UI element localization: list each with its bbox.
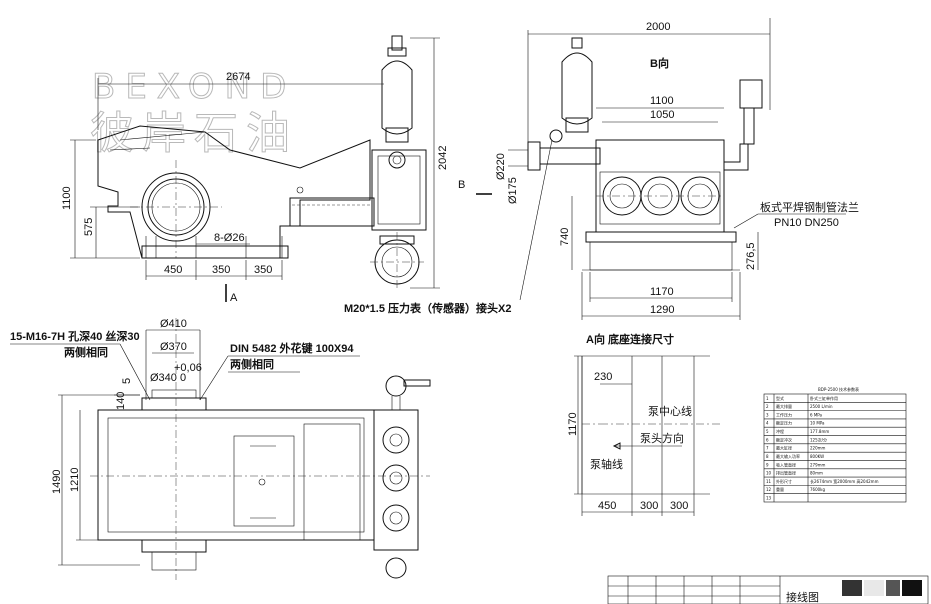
base-view: A向 底座连接尺寸 230 1170 450 300 300 泵中心线 泵头方向…	[567, 332, 720, 516]
dim-350-b: 350	[254, 264, 272, 276]
spec-row-label: 外形尺寸	[776, 478, 792, 484]
side-view: 2674 2042 1100 575 8-Ø26 450 350 350 A B	[61, 35, 492, 304]
plan-view: 15-M16-7H 孔深40 丝深30 两侧相同 Ø410 Ø370 Ø340 …	[10, 318, 431, 580]
dim-1170: 1170	[650, 286, 674, 298]
title-block-name: 接线图	[786, 590, 819, 604]
dim-dia-410: Ø410	[160, 318, 187, 330]
dim-2042: 2042	[437, 146, 449, 170]
spec-row-label: 最大缸径	[776, 445, 792, 451]
base-dim-1170: 1170	[567, 412, 579, 436]
spec-row-label: 工作压力	[776, 411, 792, 417]
dim-dia-220: Ø220	[495, 153, 507, 180]
spec-row-number: 12	[766, 487, 772, 492]
spec-row-value: 2500 L/min	[810, 404, 833, 409]
dim-1100-front: 1100	[650, 95, 674, 107]
spec-row-label: 最大输入功率	[776, 453, 800, 459]
spec-row-number: 5	[766, 429, 769, 434]
dim-2000: 2000	[646, 21, 670, 33]
spec-row-label: 型式	[776, 395, 784, 401]
spec-row-value: 800KW	[810, 454, 824, 459]
front-view-title: B向	[650, 56, 669, 70]
dim-5: 5	[121, 378, 133, 384]
dim-740: 740	[559, 228, 571, 246]
spec-row-value: 80mm	[810, 471, 823, 476]
dim-1290: 1290	[650, 304, 674, 316]
spec-row-value: 7600kg	[810, 487, 825, 492]
base-dim-230: 230	[594, 371, 612, 383]
dim-1050: 1050	[650, 109, 674, 121]
dim-450: 450	[164, 264, 182, 276]
dim-tolerance: +0,06	[174, 362, 202, 374]
flange-spec: PN10 DN250	[774, 217, 839, 229]
gauge-note: M20*1.5 压力表（传感器）接头X2	[344, 301, 511, 315]
spec-row-number: 3	[766, 412, 769, 417]
spec-row-value: 220mm	[810, 446, 826, 451]
spec-row-label: 最大排量	[776, 403, 792, 409]
dim-1210: 1210	[69, 468, 81, 492]
label-pump-head-direction: 泵头方向	[640, 431, 684, 445]
dim-350-a: 350	[212, 264, 230, 276]
dim-dia-340: Ø340 0	[150, 372, 186, 384]
view-marker-b: B	[458, 179, 465, 191]
view-marker-a: A	[230, 292, 238, 304]
flange-note: 板式平焊钢制管法兰	[760, 200, 859, 214]
dim-dia-370: Ø370	[160, 341, 187, 353]
spec-row-number: 10	[766, 471, 772, 476]
spec-row-number: 13	[766, 496, 772, 501]
label-pump-axis: 泵轴线	[590, 457, 623, 471]
spec-row-number: 6	[766, 437, 769, 442]
watermark-chinese: 彼岸石油	[90, 108, 298, 159]
base-dim-300-b: 300	[670, 500, 688, 512]
spec-row-value: 279mm	[810, 462, 826, 467]
dim-1490: 1490	[51, 470, 63, 494]
spec-row-label: 重量	[776, 486, 784, 492]
spec-row-number: 1	[766, 396, 769, 401]
watermark: BEXOND 彼岸石油	[90, 67, 298, 160]
spec-row-number: 2	[766, 404, 769, 409]
watermark-latin: BEXOND	[92, 67, 296, 107]
base-dim-450: 450	[598, 500, 616, 512]
spec-row-value: 长2674mm 宽2000mm 高2042mm	[810, 478, 879, 484]
spec-row-number: 7	[766, 446, 769, 451]
spec-table-rows: 1 型式 卧式三缸单作用 2 最大排量 2500 L/min 3 工作压力 6 MPa 4 额定压力…	[764, 395, 906, 501]
spec-row-number: 11	[766, 479, 772, 484]
front-view: B向 2000 1100 1050 Ø220 Ø175	[344, 18, 859, 320]
dim-140: 140	[115, 392, 127, 410]
spline-note-2: 两侧相同	[230, 357, 274, 371]
spec-row-label: 额定压力	[776, 420, 792, 426]
spec-row-label: 冲程	[776, 428, 784, 434]
spec-table-title: BDP-2500 技术参数表	[818, 386, 859, 392]
thread-note-2: 两侧相同	[64, 345, 108, 359]
spec-row-label: 吸入管直径	[776, 461, 796, 467]
dim-1100: 1100	[61, 186, 73, 210]
spec-row-value: 177.8mm	[810, 429, 829, 434]
dim-276-5: 276,5	[745, 242, 757, 270]
title-block: 接线图	[607, 575, 929, 604]
spec-row-value: 10 MPa	[810, 421, 825, 426]
spec-row-label: 排出管直径	[776, 470, 796, 476]
base-dim-300-a: 300	[640, 500, 658, 512]
spec-row-value: 125次/分	[810, 436, 827, 442]
spec-row-number: 4	[766, 421, 769, 426]
thread-note: 15-M16-7H 孔深40 丝深30	[10, 329, 140, 343]
label-pump-centerline: 泵中心线	[648, 404, 692, 418]
spec-row-number: 9	[766, 462, 769, 467]
dim-dia-175: Ø175	[507, 177, 519, 204]
dim-575: 575	[83, 218, 95, 236]
spec-table: BDP-2500 技术参数表 1 型式 卧式三缸单作用 2 最大排量 2500 L/min…	[763, 386, 907, 503]
spec-row-value: 卧式三缸单作用	[810, 395, 838, 401]
dim-2674: 2674	[226, 71, 250, 83]
spec-row-value: 6 MPa	[810, 412, 823, 417]
spec-row-label: 额定冲次	[776, 436, 792, 442]
spec-row-number: 8	[766, 454, 769, 459]
spline-note: DIN 5482 外花键 100X94	[230, 341, 354, 355]
bolt-holes-note: 8-Ø26	[214, 232, 245, 244]
base-view-title: A向 底座连接尺寸	[586, 332, 674, 346]
